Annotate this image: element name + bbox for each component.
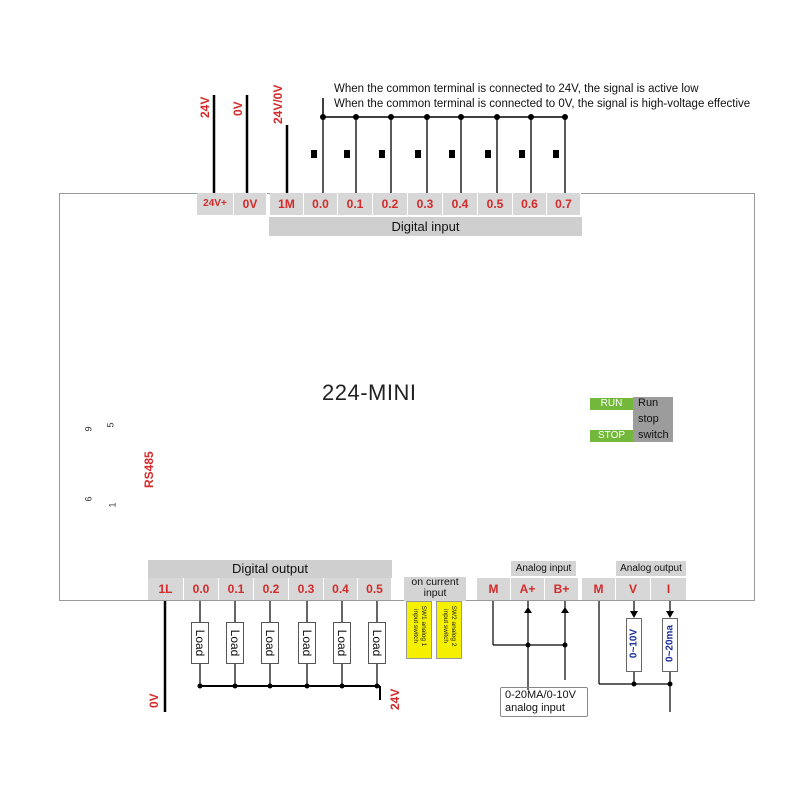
terminal-1l[interactable]: 1L (148, 578, 184, 600)
terminal-in-0-6[interactable]: 0.6 (513, 193, 547, 215)
label-bottom-0v: 0V (147, 693, 161, 708)
input-switch-7 (553, 114, 568, 193)
input-switch-5 (485, 114, 500, 193)
terminal-1m[interactable]: 1M (270, 193, 304, 215)
terminal-ao-v[interactable]: V (616, 578, 651, 600)
terminal-24v[interactable]: 24V+ (197, 193, 234, 215)
terminal-in-0-0[interactable]: 0.0 (304, 193, 338, 215)
rs485-pin-1: 1 (107, 502, 118, 508)
analog-input-note-line1: 0-20MA/0-10V (505, 689, 576, 701)
label-bottom-24v: 24V (388, 688, 402, 710)
terminal-ao-m[interactable]: M (582, 578, 616, 600)
label-24v-0v: 24V/0V (271, 84, 285, 124)
sw2-switch[interactable]: SW2 analog 2 input switch (436, 601, 462, 659)
input-switch-4 (449, 114, 464, 193)
terminal-ai-b[interactable]: B+ (545, 578, 579, 600)
terminal-in-0-3[interactable]: 0.3 (408, 193, 443, 215)
terminal-out-0-3[interactable]: 0.3 (289, 578, 324, 600)
load-5: Load (368, 622, 386, 664)
terminal-out-0-4[interactable]: 0.4 (324, 578, 358, 600)
note-line-1: When the common terminal is connected to… (334, 83, 699, 95)
analog-input-note: 0-20MA/0-10V analog input (500, 687, 588, 717)
terminal-out-0-2[interactable]: 0.2 (254, 578, 289, 600)
load-0: Load (191, 622, 209, 664)
rs485-pin-9: 9 (83, 426, 94, 432)
analog-input-label: Analog input (511, 561, 576, 576)
range-current: 0~20ma (662, 618, 678, 672)
input-switch-2 (379, 114, 394, 193)
input-switch-0 (311, 114, 326, 193)
terminal-out-0-1[interactable]: 0.1 (219, 578, 254, 600)
rs485-label: RS485 (142, 451, 156, 488)
terminal-ai-a[interactable]: A+ (511, 578, 545, 600)
arrow-icon (524, 607, 532, 613)
output-terminal-strip: 1L 0.0 0.1 0.2 0.3 0.4 0.5 (148, 578, 392, 600)
analog-input-note-line2: analog input (505, 702, 565, 714)
rs485-pin-5: 5 (105, 422, 116, 428)
load-3: Load (298, 622, 316, 664)
terminal-ai-m[interactable]: M (477, 578, 511, 600)
model-name: 224-MINI (322, 380, 417, 405)
arrow-icon (666, 611, 674, 618)
stop-label[interactable]: STOP (590, 430, 633, 442)
output-wire-3 (304, 600, 310, 689)
input-switches (311, 114, 568, 193)
terminal-in-0-7[interactable]: 0.7 (547, 193, 581, 215)
terminal-ao-i[interactable]: I (651, 578, 687, 600)
rs485-pin-6: 6 (83, 496, 94, 502)
run-stop-desc-1: Run (638, 397, 659, 409)
digital-input-label: Digital input (269, 217, 582, 236)
output-wires (197, 600, 380, 689)
arrow-icon (561, 607, 569, 613)
load-4: Load (333, 622, 351, 664)
sw1-switch[interactable]: SW1 analog 1 input switch (406, 601, 432, 659)
current-input-label: on current input (404, 577, 466, 601)
output-wire-5 (374, 600, 380, 689)
terminal-0v[interactable]: 0V (234, 193, 267, 215)
output-wire-0 (197, 600, 203, 689)
top-terminal-strip: 24V+ 0V 1M 0.0 0.1 0.2 0.3 0.4 0.5 0.6 0… (197, 193, 581, 215)
label-0v: 0V (231, 101, 245, 116)
load-2: Load (261, 622, 279, 664)
terminal-in-0-1[interactable]: 0.1 (338, 193, 373, 215)
output-wire-2 (267, 600, 273, 689)
output-wire-1 (232, 600, 238, 689)
input-switch-3 (415, 114, 430, 193)
run-stop-desc-3: switch (638, 429, 669, 441)
analog-output-label: Analog output (616, 561, 686, 576)
note-line-2: When the common terminal is connected to… (334, 98, 751, 110)
input-switch-1 (344, 114, 359, 193)
load-1: Load (226, 622, 244, 664)
terminal-out-0-0[interactable]: 0.0 (184, 578, 219, 600)
terminal-in-0-2[interactable]: 0.2 (373, 193, 408, 215)
output-wire-4 (339, 600, 345, 689)
run-stop-desc-2: stop (638, 413, 659, 425)
terminal-in-0-4[interactable]: 0.4 (443, 193, 478, 215)
label-24v: 24V (198, 96, 212, 118)
range-voltage: 0~10V (626, 618, 642, 672)
terminal-in-0-5[interactable]: 0.5 (478, 193, 513, 215)
terminal-out-0-5[interactable]: 0.5 (358, 578, 392, 600)
digital-output-label: Digital output (148, 560, 392, 578)
run-stop-panel (633, 397, 673, 442)
arrow-icon (630, 611, 638, 618)
input-switch-6 (519, 114, 534, 193)
run-label[interactable]: RUN (590, 398, 633, 410)
